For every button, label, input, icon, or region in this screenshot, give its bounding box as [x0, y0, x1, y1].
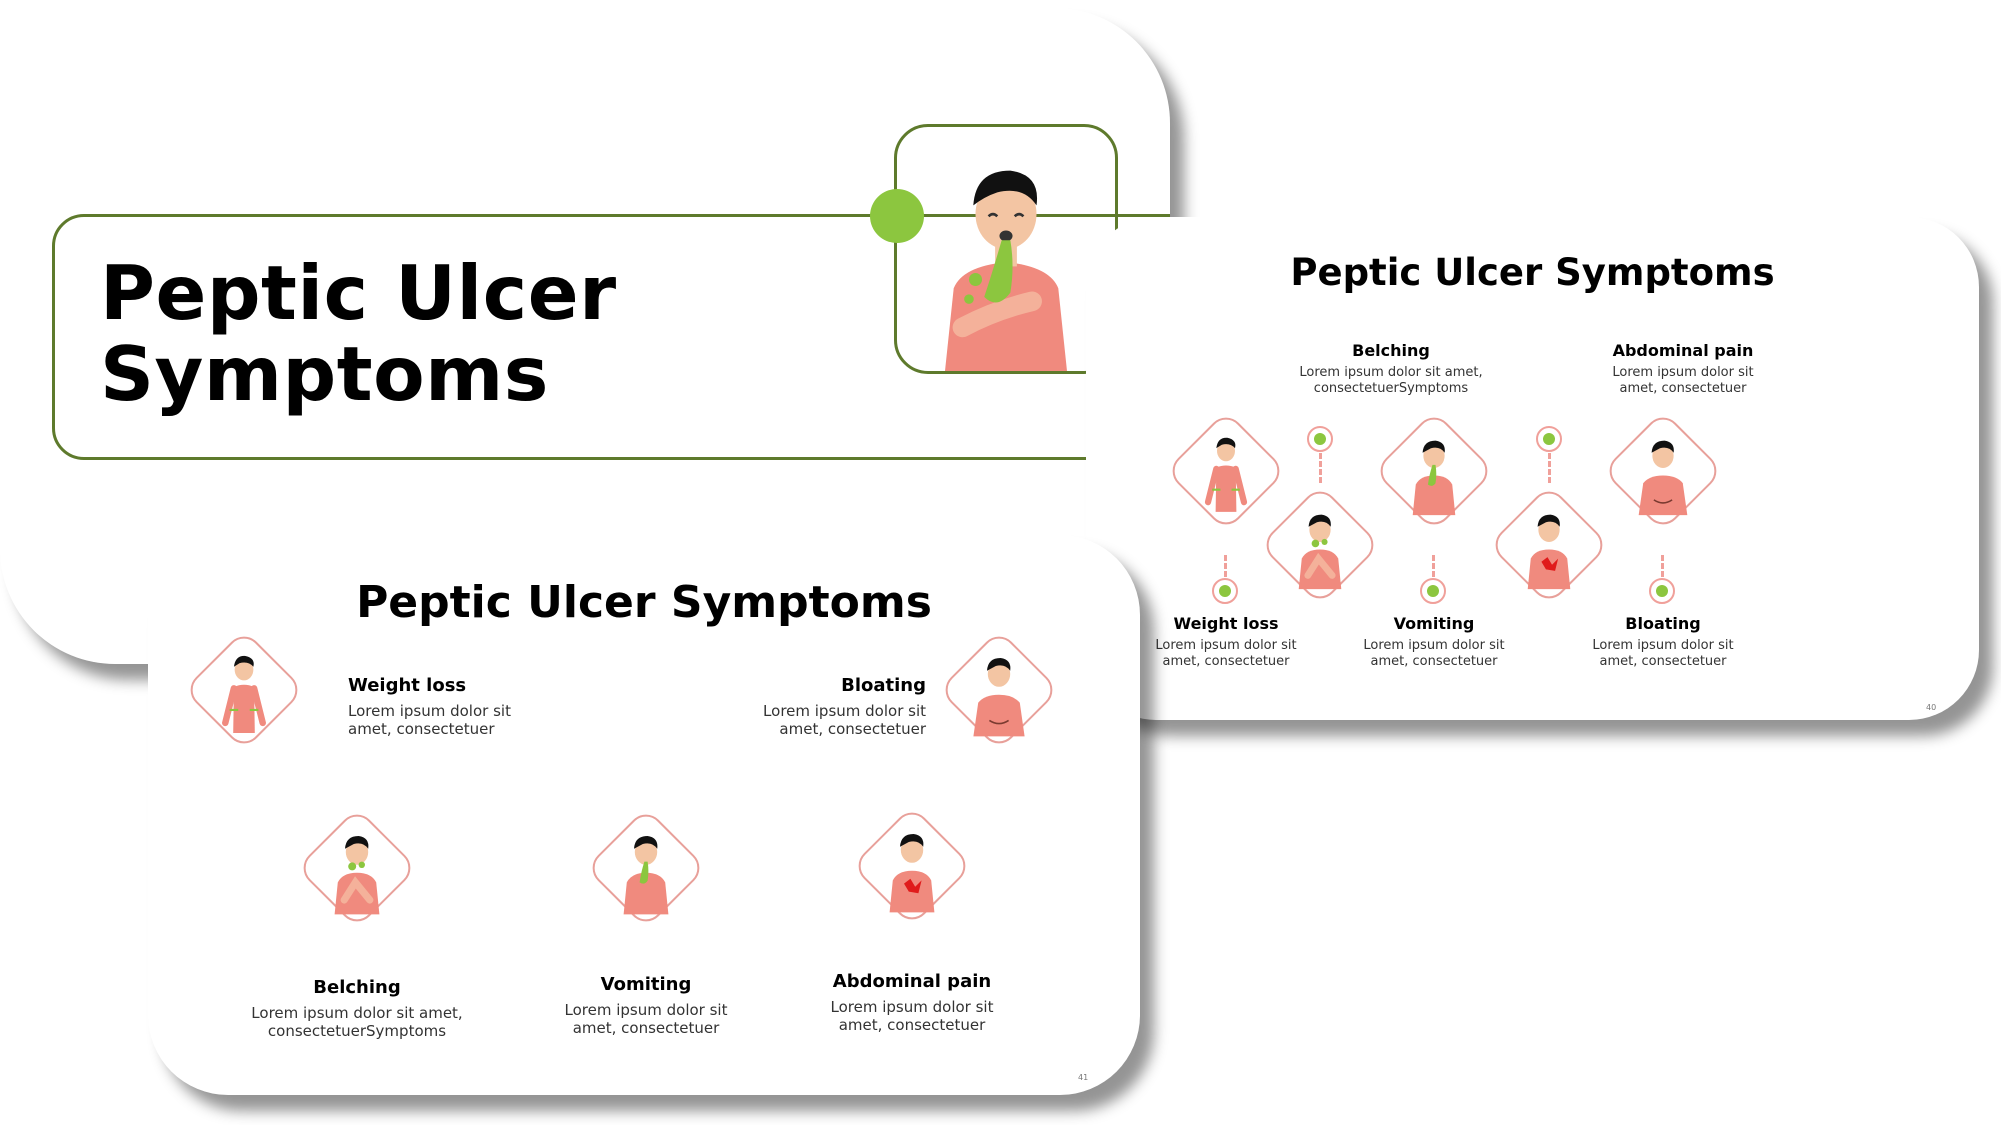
timeline-dot — [1212, 578, 1238, 604]
label-desc-1: Lorem ipsum dolor sit — [830, 998, 994, 1016]
cover-title-line-2: Symptoms — [100, 330, 549, 418]
bloating-diamond — [938, 629, 1060, 751]
label-desc-2: amet, consectetuer — [838, 1016, 986, 1034]
illustration-frame — [894, 124, 1118, 374]
cover-title-line-1: Peptic Ulcer — [100, 249, 617, 337]
timeline-label-weight-loss: Weight loss Lorem ipsum dolor sit amet, … — [1126, 614, 1326, 670]
label-desc-1: Lorem ipsum dolor sit — [1612, 365, 1754, 380]
weight-loss-diamond — [1165, 410, 1287, 532]
weight-loss-diamond — [183, 629, 305, 751]
timeline-dash — [1548, 453, 1551, 483]
label-heading: Bloating — [1625, 614, 1701, 633]
label-desc-2: amet, consectetuer — [1599, 654, 1727, 669]
label-heading: Vomiting — [600, 974, 692, 995]
grid-label-bloating: Bloating Lorem ipsum dolor sit amet, con… — [726, 675, 926, 738]
slide-title: Peptic Ulcer Symptoms — [356, 577, 932, 628]
abdominal-pain-diamond — [851, 805, 973, 927]
timeline-dot — [1307, 426, 1333, 452]
belching-man-icon — [334, 836, 380, 915]
label-desc-2: amet, consectetuer — [348, 720, 495, 738]
label-desc-2: amet, consectetuer — [1619, 381, 1747, 396]
label-desc-1: Lorem ipsum dolor sit — [1363, 638, 1505, 653]
vomiting-diamond — [1373, 410, 1495, 532]
vomiting-man-icon — [1412, 440, 1456, 516]
label-heading: Weight loss — [1173, 614, 1279, 633]
label-desc-1: Lorem ipsum dolor sit — [1155, 638, 1297, 653]
weight-loss-man-icon — [1204, 437, 1248, 512]
timeline-label-abdominal-pain: Abdominal pain Lorem ipsum dolor sit ame… — [1583, 341, 1783, 397]
timeline-dash — [1661, 555, 1664, 577]
label-desc-2: amet, consectetuer — [1162, 654, 1290, 669]
label-desc-2: amet, consectetuer — [779, 720, 926, 738]
timeline-dot — [1420, 578, 1446, 604]
grid-label-abdominal-pain: Abdominal pain Lorem ipsum dolor sit ame… — [812, 971, 1012, 1034]
timeline-dash — [1432, 555, 1435, 577]
timeline-dash — [1224, 555, 1227, 577]
label-desc-2: consectetuerSymptoms — [1313, 381, 1469, 396]
bloating-man-icon — [973, 658, 1025, 737]
label-heading: Vomiting — [1393, 614, 1475, 633]
abdominal-pain-man-icon — [889, 834, 935, 913]
timeline-dot — [1649, 578, 1675, 604]
timeline-slide: Peptic Ulcer Symptoms Belching Lorem ips… — [1086, 217, 1979, 720]
bloating-diamond — [1602, 410, 1724, 532]
page-number: 41 — [1078, 1073, 1089, 1082]
slide-title: Peptic Ulcer Symptoms — [1290, 251, 1775, 294]
label-heading: Belching — [1352, 341, 1430, 360]
abdominal-pain-man-icon — [1527, 514, 1571, 590]
vomiting-diamond — [585, 807, 707, 929]
label-desc-2: consectetuerSymptoms — [267, 1022, 447, 1040]
label-heading: Belching — [313, 977, 401, 998]
timeline-dot — [1536, 426, 1562, 452]
label-heading: Abdominal pain — [1612, 341, 1754, 360]
label-desc-1: Lorem ipsum dolor sit — [763, 702, 926, 720]
label-heading: Bloating — [841, 675, 926, 696]
timeline-label-belching: Belching Lorem ipsum dolor sit amet, con… — [1271, 341, 1511, 397]
label-heading: Weight loss — [348, 675, 467, 696]
weight-loss-man-icon — [222, 655, 266, 733]
label-desc-1: Lorem ipsum dolor sit amet, — [251, 1004, 463, 1022]
abdominal-pain-diamond — [1488, 484, 1610, 606]
title-frame — [52, 214, 1170, 460]
timeline-label-vomiting: Vomiting Lorem ipsum dolor sit amet, con… — [1334, 614, 1534, 670]
grid-label-vomiting: Vomiting Lorem ipsum dolor sit amet, con… — [546, 974, 746, 1037]
connector-dot — [870, 189, 924, 243]
cover-title: Peptic Ulcer Symptoms — [100, 253, 800, 415]
label-desc-1: Lorem ipsum dolor sit — [1592, 638, 1734, 653]
vomiting-man-illustration — [945, 170, 1067, 371]
label-desc-2: amet, consectetuer — [572, 1019, 720, 1037]
timeline-label-bloating: Bloating Lorem ipsum dolor sit amet, con… — [1563, 614, 1763, 670]
belching-man-icon — [1298, 514, 1342, 590]
grid-slide: Peptic Ulcer Symptoms Weight loss Lorem … — [148, 535, 1140, 1095]
vomiting-man-icon — [623, 836, 669, 915]
belching-diamond — [1259, 484, 1381, 606]
belching-diamond — [296, 807, 418, 929]
label-desc-1: Lorem ipsum dolor sit — [564, 1001, 728, 1019]
timeline-dash — [1319, 453, 1322, 483]
label-desc-1: Lorem ipsum dolor sit amet, — [1299, 365, 1483, 380]
page-number: 40 — [1926, 703, 1937, 712]
grid-label-belching: Belching Lorem ipsum dolor sit amet, con… — [237, 977, 477, 1040]
label-heading: Abdominal pain — [832, 971, 992, 992]
grid-label-weight-loss: Weight loss Lorem ipsum dolor sit amet, … — [348, 675, 548, 738]
label-desc-1: Lorem ipsum dolor sit — [348, 702, 511, 720]
label-desc-2: amet, consectetuer — [1370, 654, 1498, 669]
bloating-man-icon — [1638, 440, 1688, 516]
